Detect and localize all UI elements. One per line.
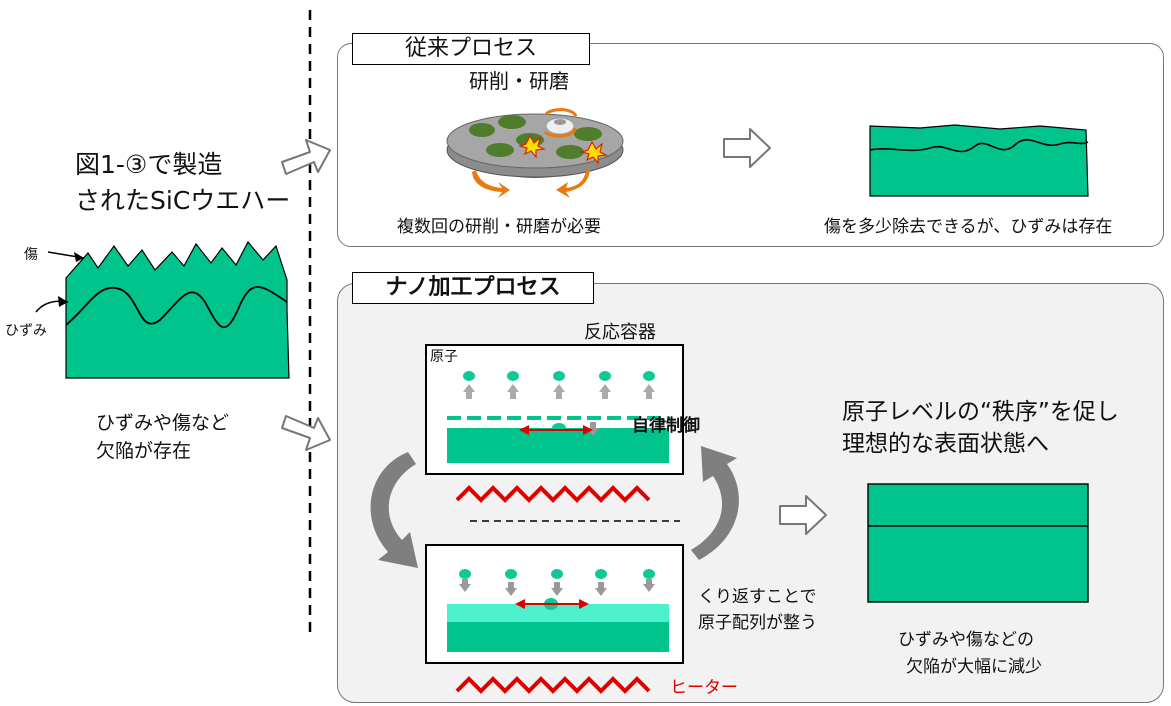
wafer-body bbox=[65, 240, 290, 379]
scratch-label: 傷 bbox=[24, 247, 38, 263]
repeat-text-line2: 原子配列が整う bbox=[698, 613, 817, 633]
result-text-line2: 理想的な表面状態へ bbox=[842, 431, 1049, 457]
defective-wafer bbox=[35, 240, 290, 379]
heater-label: ヒーター bbox=[670, 678, 738, 698]
ideal-wafer bbox=[867, 483, 1089, 603]
conventional-process-title: 従来プロセス bbox=[352, 33, 590, 65]
final-text-line1: ひずみや傷などの bbox=[898, 630, 1034, 650]
conventional-caption-right: 傷を多少除去できるが、ひずみは存在 bbox=[824, 217, 1113, 237]
wafer-title-line1: 図1-③で製造 bbox=[75, 150, 223, 179]
nano-result-arrow-icon bbox=[779, 495, 827, 535]
lower-vessel-contents bbox=[447, 569, 669, 652]
upper-wafer bbox=[447, 428, 669, 463]
conventional-result-arrow-icon bbox=[723, 128, 771, 168]
nano-process-title: ナノ加工プロセス bbox=[352, 272, 594, 304]
lower-wafer-surface bbox=[447, 604, 669, 622]
vessel-label: 反応容器 bbox=[584, 322, 656, 343]
atom-label: 原子 bbox=[430, 349, 458, 365]
final-text-line2: 欠陥が大幅に減少 bbox=[906, 657, 1042, 677]
cycle-separator bbox=[470, 520, 680, 522]
lower-heater bbox=[455, 676, 651, 694]
conventional-result-wafer bbox=[869, 124, 1089, 197]
grinding-machine-illustration bbox=[446, 108, 624, 198]
conventional-caption-left: 複数回の研削・研磨が必要 bbox=[397, 217, 601, 237]
cycle-arrow-up-icon bbox=[691, 446, 739, 560]
strain-line bbox=[65, 286, 288, 329]
defect-text-line1: ひずみや傷など bbox=[96, 412, 230, 434]
strain-label: ひずみ bbox=[5, 323, 47, 339]
upper-vessel-contents bbox=[447, 371, 669, 463]
wafer-title-line2: されたSiCウエハー bbox=[75, 186, 291, 215]
arrow-to-conventional-icon bbox=[281, 139, 331, 175]
repeat-text-line1: くり返すことで bbox=[698, 587, 817, 607]
grinding-label: 研削・研磨 bbox=[469, 69, 569, 93]
upper-heater bbox=[455, 485, 651, 503]
cycle-arrow-down-icon bbox=[370, 452, 418, 568]
lower-wafer bbox=[447, 622, 669, 652]
result-text-line1: 原子レベルの“秩序”を促し bbox=[842, 399, 1119, 425]
defect-text-line2: 欠陥が存在 bbox=[96, 440, 192, 462]
autonomous-control-label: 自律制御 bbox=[632, 416, 700, 436]
arrow-to-nano-icon bbox=[281, 415, 331, 451]
section-divider bbox=[308, 10, 312, 632]
